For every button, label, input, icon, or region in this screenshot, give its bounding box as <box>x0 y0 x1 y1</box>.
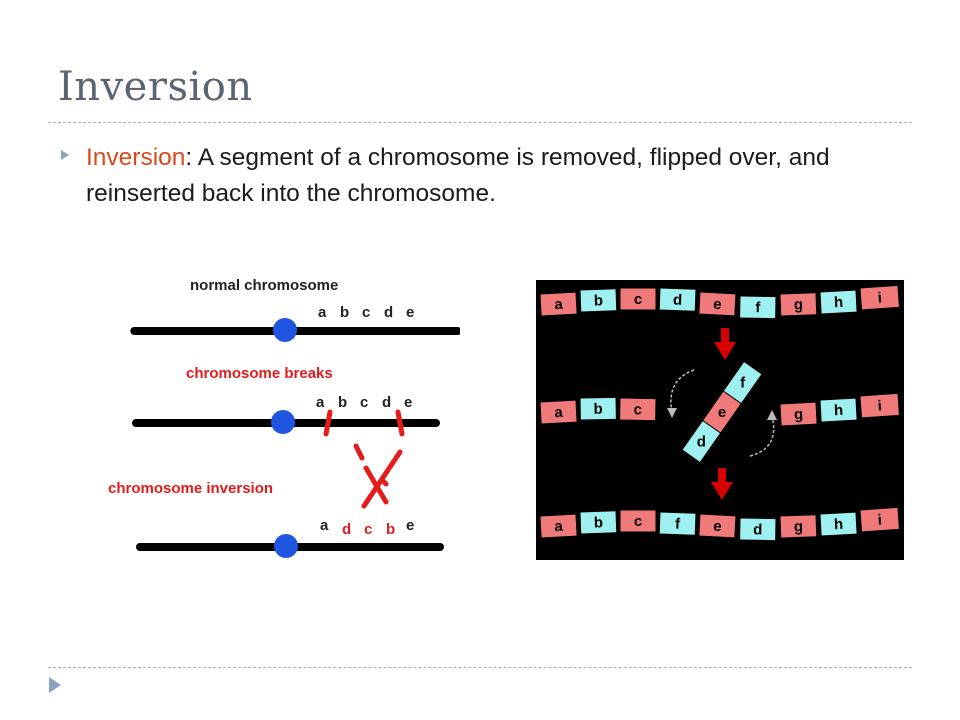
row1-gene-e: e <box>698 291 737 317</box>
break-mark-right <box>395 409 405 437</box>
row1-gene-c: c <box>619 287 657 311</box>
slide-nav-triangle-icon[interactable] <box>48 676 62 694</box>
row3-gene-h: h <box>819 511 858 537</box>
svg-text:g: g <box>794 518 804 535</box>
row1-letter-d: d <box>384 304 393 321</box>
svg-text:d: d <box>673 291 683 308</box>
label-chromosome-breaks: chromosome breaks <box>186 365 333 382</box>
flipped-segment: d e f <box>681 360 763 464</box>
chromosome-inversion-diagram: normal chromosome a b c d e chromosome b… <box>108 277 460 558</box>
svg-text:g: g <box>794 406 804 423</box>
svg-text:a: a <box>554 296 564 313</box>
row2-gene-i: i <box>859 392 900 419</box>
svg-text:i: i <box>877 290 882 307</box>
svg-text:d: d <box>753 521 762 538</box>
row1-gene-g: g <box>779 292 818 317</box>
row2-letter-c: c <box>360 394 368 411</box>
row1-letter-e: e <box>406 304 414 321</box>
row2-left-segments: a b c <box>539 396 657 425</box>
bullet-definition: A segment of a chromosome is removed, fl… <box>86 144 830 207</box>
row3-letter-d: d <box>342 521 351 538</box>
svg-text:a: a <box>554 404 564 421</box>
bullet-triangle-icon <box>61 150 69 160</box>
row2-right-segments: g h i <box>779 392 900 427</box>
svg-text:h: h <box>834 516 844 533</box>
row3-letter-e: e <box>406 517 414 534</box>
svg-text:h: h <box>834 294 844 311</box>
inversion-cross-strokes <box>353 443 403 509</box>
row3-letters: a d c b e <box>320 517 414 538</box>
svg-text:e: e <box>713 296 722 313</box>
row3-gene-c: c <box>619 509 657 533</box>
svg-text:g: g <box>794 296 804 313</box>
row1-letter-c: c <box>362 304 370 321</box>
row3-gene-b: b <box>579 510 618 535</box>
row2-letter-a: a <box>316 394 325 411</box>
arrow-down-icon <box>714 328 736 360</box>
break-mark-left <box>323 409 333 437</box>
row1-centromere <box>273 318 297 342</box>
svg-text:i: i <box>877 398 882 415</box>
row2-letter-e: e <box>404 394 412 411</box>
row2-letter-b: b <box>338 394 347 411</box>
row3-letter-b: b <box>386 521 395 538</box>
svg-text:e: e <box>718 404 726 421</box>
row2-gene-h: h <box>819 397 858 423</box>
row1-letters: a b c d e <box>318 304 414 321</box>
row1-gene-f: f <box>739 295 777 320</box>
svg-text:f: f <box>740 375 746 392</box>
svg-text:e: e <box>713 518 722 535</box>
row3-letter-a: a <box>320 517 329 534</box>
row3-gene-i: i <box>859 506 900 533</box>
svg-text:d: d <box>697 433 706 450</box>
row2-gene-g: g <box>779 401 818 427</box>
row3-centromere <box>274 534 298 558</box>
label-normal-chromosome: normal chromosome <box>190 277 338 294</box>
svg-text:i: i <box>877 512 882 529</box>
gene-segment-inversion-diagram: a b c d e f g h <box>536 280 904 560</box>
label-chromosome-inversion: chromosome inversion <box>108 480 273 497</box>
segment-gene-f: f <box>722 360 763 405</box>
row1-letter-a: a <box>318 304 327 321</box>
row3-segments: a b c f e d g h <box>539 506 900 542</box>
row1-segments: a b c d e f g h <box>539 284 900 320</box>
row3-gene-a: a <box>539 513 578 539</box>
svg-text:b: b <box>594 514 604 531</box>
row1-gene-i: i <box>859 284 900 311</box>
bullet-term: Inversion <box>86 144 186 171</box>
row2-gene-c: c <box>619 397 657 422</box>
row3-gene-e: e <box>698 513 737 539</box>
svg-text:c: c <box>634 513 642 530</box>
row3-gene-d: d <box>739 517 777 542</box>
title-divider <box>48 122 912 123</box>
bullet-text: Inversion: A segment of a chromosome is … <box>86 140 906 212</box>
footer-divider <box>48 667 912 668</box>
svg-text:f: f <box>675 516 682 533</box>
slide-title: Inversion <box>58 64 253 110</box>
svg-text:c: c <box>633 401 642 418</box>
svg-text:h: h <box>834 402 844 419</box>
svg-text:b: b <box>594 292 604 309</box>
row3-letter-c: c <box>364 521 372 538</box>
row2-centromere <box>271 410 295 434</box>
row1-gene-d: d <box>658 287 697 312</box>
svg-text:c: c <box>634 291 642 308</box>
row1-letter-b: b <box>340 304 349 321</box>
row1-gene-h: h <box>819 289 858 315</box>
svg-text:b: b <box>593 401 602 418</box>
arrow-down-icon <box>711 468 733 500</box>
svg-text:f: f <box>755 299 761 316</box>
row2-gene-b: b <box>579 396 617 421</box>
row1-gene-a: a <box>539 291 578 317</box>
row2-gene-a: a <box>539 399 578 425</box>
row2-letters: a b c d e <box>316 394 412 411</box>
bullet-separator: : <box>185 144 193 171</box>
row3-gene-f: f <box>658 511 697 536</box>
rotation-arrows-icon <box>667 369 777 457</box>
svg-text:a: a <box>554 518 564 535</box>
row2-letter-d: d <box>382 394 391 411</box>
row3-gene-g: g <box>779 514 818 539</box>
row1-gene-b: b <box>579 288 618 313</box>
